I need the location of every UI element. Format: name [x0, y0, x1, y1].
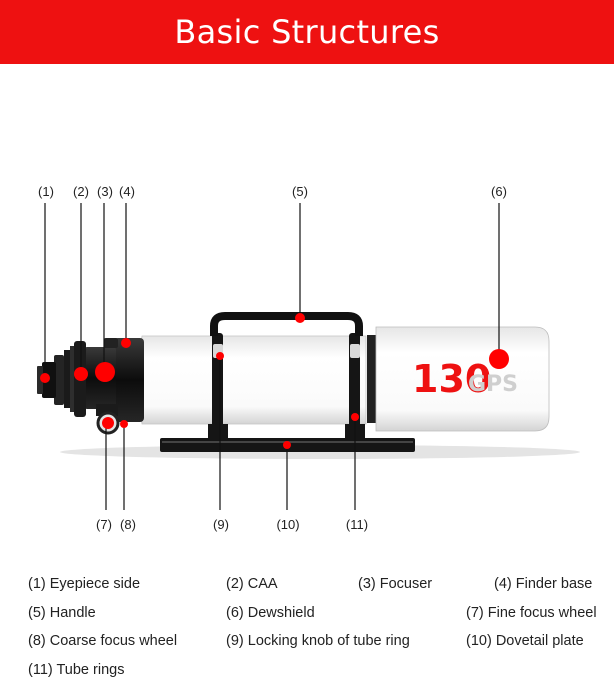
model-number: 130	[412, 357, 491, 401]
focuser-assembly	[37, 338, 144, 422]
marker-fine-focus-wheel	[102, 417, 114, 429]
callout-6: (6)	[491, 184, 507, 199]
marker-eyepiece-side	[40, 373, 50, 383]
marker-handle	[295, 313, 305, 323]
page-title: Basic Structures	[174, 13, 440, 51]
marker-tube-rings	[351, 413, 359, 421]
marker-dewshield	[489, 349, 509, 369]
marker-dovetail-plate	[283, 441, 291, 449]
marker-caa	[74, 367, 88, 381]
header-banner: Basic Structures	[0, 0, 614, 64]
leader-lines	[44, 203, 500, 510]
callout-10: (10)	[276, 517, 299, 532]
model-suffix: GPS	[468, 372, 518, 397]
marker-focuser	[95, 362, 115, 382]
locking-knobs	[213, 344, 360, 358]
callout-8: (8)	[120, 517, 136, 532]
callout-1: (1)	[38, 184, 54, 199]
callout-11: (11)	[346, 517, 368, 532]
marker-dots	[40, 313, 509, 449]
main-tube	[138, 335, 367, 425]
callout-4: (4)	[119, 184, 135, 199]
marker-finder-base	[121, 338, 131, 348]
callout-9: (9)	[213, 517, 229, 532]
callout-5: (5)	[292, 184, 308, 199]
callout-7: (7)	[96, 517, 112, 532]
handle	[210, 312, 363, 336]
callout-2: (2)	[73, 184, 89, 199]
callout-3: (3)	[97, 184, 113, 199]
marker-locking-knob	[216, 352, 224, 360]
marker-coarse-focus-wheel	[120, 420, 128, 428]
